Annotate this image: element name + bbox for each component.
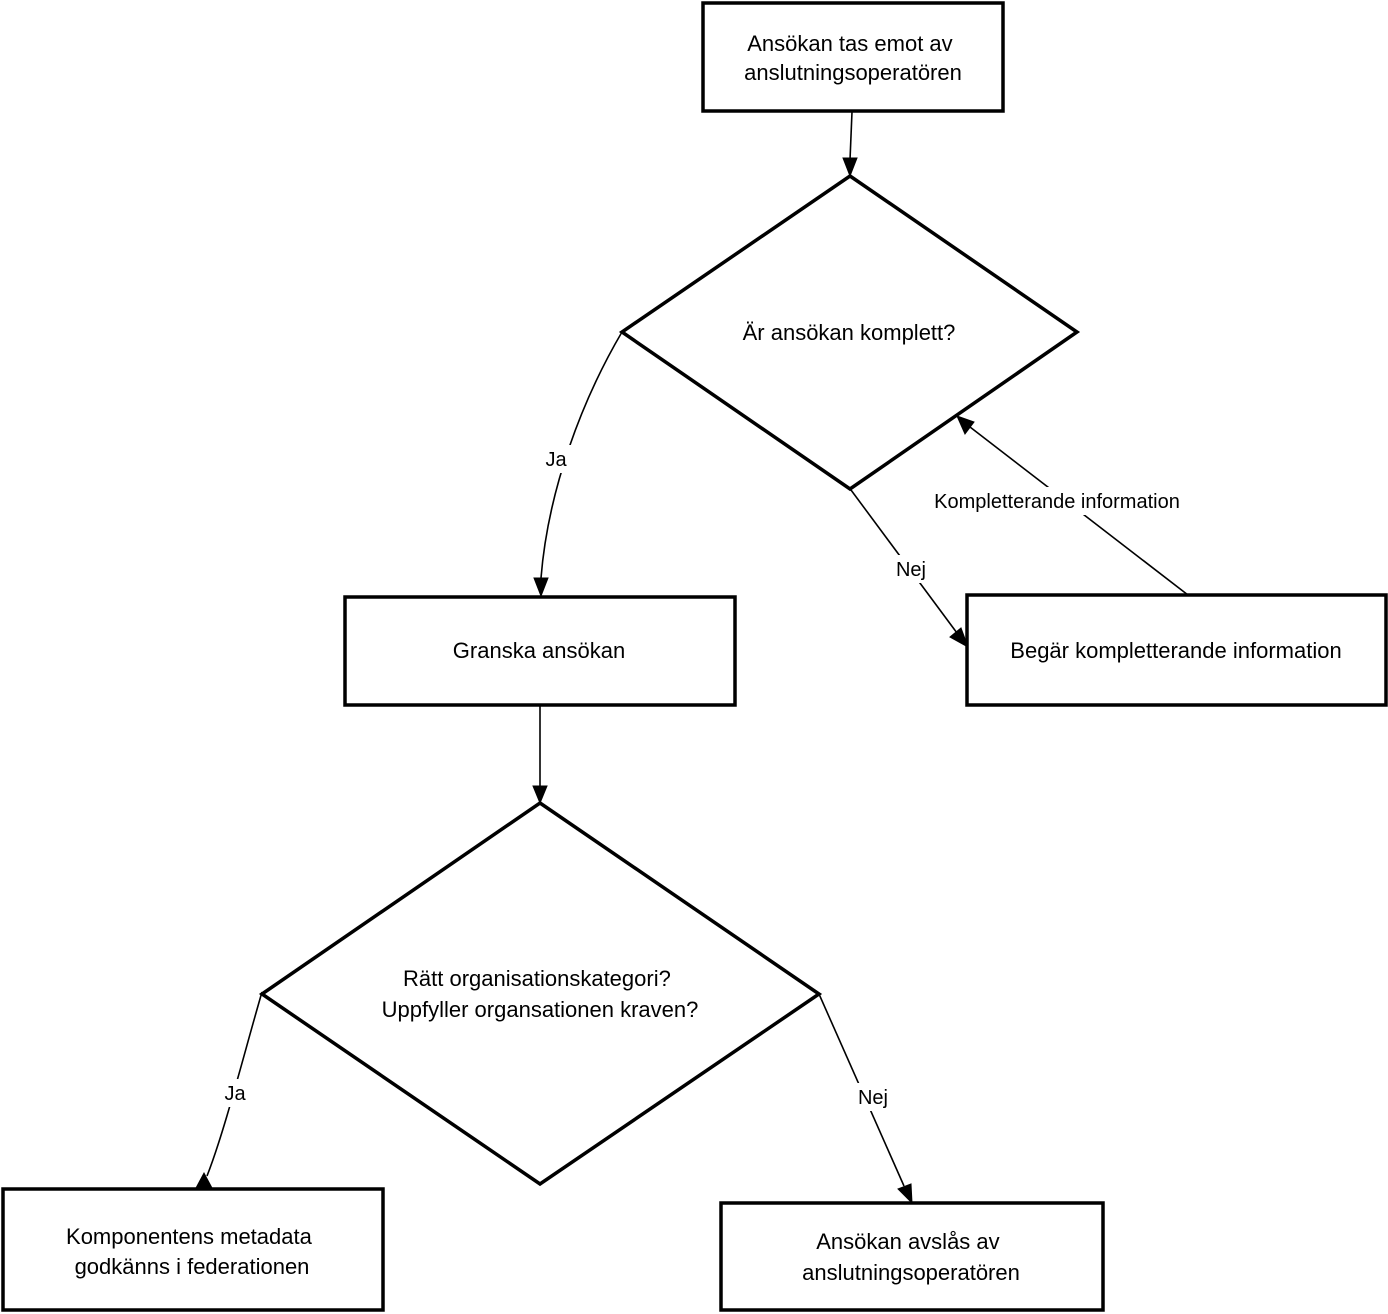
edge-label-text: Ja [224, 1083, 246, 1105]
node-label-line: Är ansökan komplett? [743, 320, 956, 345]
node-label: Komponentens metadata godkänns i federat… [66, 1224, 318, 1279]
edge-label-category-yes: Ja [218, 1079, 252, 1107]
node-label: Granska ansökan [453, 638, 625, 663]
edge-label-supplementary: Kompletterande information [924, 487, 1190, 515]
edge-label-category-no: Nej [852, 1083, 894, 1111]
node-label: Begär kompletterande information [1010, 638, 1341, 663]
node-label: Rätt organisationskategori? Uppfyller or… [382, 966, 699, 1022]
node-request-supplementary-info: Begär kompletterande information [965, 593, 1388, 707]
node-label-line: anslutningsoperatören [744, 60, 962, 85]
edge-label-complete-no: Nej [890, 555, 932, 583]
edge-start-to-complete-check [842, 111, 858, 178]
node-label-line: Komponentens metadata [66, 1224, 313, 1249]
node-application-rejected: Ansökan avslås av anslutningsoperatören [719, 1201, 1105, 1312]
node-label-line: Ansökan tas emot av [747, 31, 952, 56]
node-application-received: Ansökan tas emot av anslutningsoperatöre… [701, 1, 1005, 113]
edge-label-text: Kompletterande information [934, 491, 1180, 513]
node-label-line: Ansökan avslås av [816, 1229, 999, 1254]
decision-application-complete: Är ansökan komplett? [618, 173, 1081, 492]
node-label-line: Granska ansökan [453, 638, 625, 663]
node-label-line: godkänns i federationen [75, 1254, 310, 1279]
edge-review-to-category-check [532, 706, 548, 805]
node-label: Ansökan tas emot av anslutningsoperatöre… [744, 31, 962, 85]
decision-organisation-category: Rätt organisationskategori? Uppfyller or… [258, 800, 823, 1187]
node-label: Är ansökan komplett? [743, 320, 956, 345]
edge-label-text: Nej [858, 1087, 888, 1109]
node-label: Ansökan avslås av anslutningsoperatören [802, 1229, 1020, 1285]
node-review-application: Granska ansökan [343, 595, 737, 707]
edge-label-text: Nej [896, 559, 926, 581]
edge-label-text: Ja [545, 449, 567, 471]
edge-label-complete-yes: Ja [539, 445, 573, 473]
node-label-line: anslutningsoperatören [802, 1260, 1020, 1285]
node-label-line: Rätt organisationskategori? [403, 966, 671, 991]
node-label-line: Uppfyller organsationen kraven? [382, 997, 699, 1022]
node-label-line: Begär kompletterande information [1010, 638, 1341, 663]
node-metadata-approved: Komponentens metadata godkänns i federat… [1, 1187, 385, 1312]
